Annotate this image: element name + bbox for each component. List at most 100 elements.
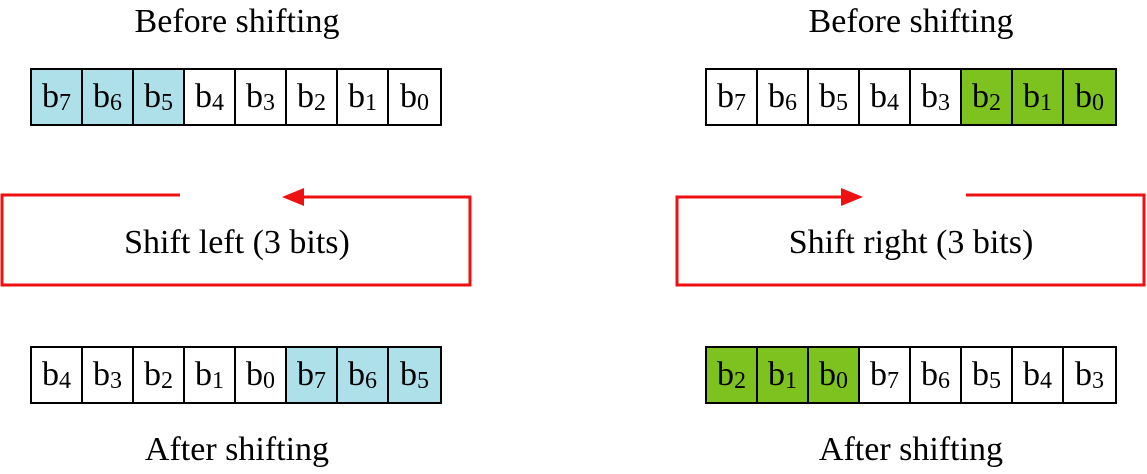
bit-index: 7 bbox=[314, 368, 326, 394]
bit-index: 4 bbox=[59, 368, 71, 394]
bit-index: 6 bbox=[785, 90, 797, 116]
bit-letter: b bbox=[921, 78, 938, 115]
left-after-caption: After shifting bbox=[144, 431, 330, 468]
bit-letter: b bbox=[42, 356, 59, 393]
left-before-caption: Before shifting bbox=[134, 3, 340, 40]
bit-index: 7 bbox=[59, 90, 71, 116]
bit-index: 1 bbox=[212, 368, 224, 394]
bit-letter: b bbox=[195, 356, 212, 393]
bit-letter: b bbox=[246, 78, 263, 115]
bit-index: 2 bbox=[314, 90, 326, 116]
bit-letter: b bbox=[144, 356, 161, 393]
bit-letter: b bbox=[1023, 78, 1040, 115]
bit-letter: b bbox=[400, 78, 417, 115]
bit-index: 5 bbox=[989, 368, 1001, 394]
bit-letter: b bbox=[195, 78, 212, 115]
bit-letter: b bbox=[921, 356, 938, 393]
bit-index: 0 bbox=[1092, 90, 1104, 116]
bit-index: 2 bbox=[989, 90, 1001, 116]
bit-index: 7 bbox=[734, 90, 746, 116]
bit-letter: b bbox=[348, 356, 365, 393]
bit-letter: b bbox=[42, 78, 59, 115]
bit-letter: b bbox=[1023, 356, 1040, 393]
bit-letter: b bbox=[1075, 78, 1092, 115]
bit-letter: b bbox=[246, 356, 263, 393]
bit-letter: b bbox=[93, 78, 110, 115]
bit-letter: b bbox=[972, 78, 989, 115]
left-shift-arrowhead bbox=[282, 188, 304, 206]
bit-letter: b bbox=[819, 78, 836, 115]
bit-index: 6 bbox=[938, 368, 950, 394]
bit-index: 3 bbox=[263, 90, 275, 116]
bit-letter: b bbox=[400, 356, 417, 393]
bit-index: 3 bbox=[1092, 368, 1104, 394]
bit-letter: b bbox=[348, 78, 365, 115]
bit-index: 4 bbox=[1040, 368, 1052, 394]
bit-index: 3 bbox=[110, 368, 122, 394]
right-shift-label: Shift right (3 bits) bbox=[788, 224, 1034, 261]
bit-letter: b bbox=[144, 78, 161, 115]
bit-letter: b bbox=[93, 356, 110, 393]
bit-letter: b bbox=[768, 356, 785, 393]
right-shift-arrowhead bbox=[841, 188, 863, 206]
bit-letter: b bbox=[717, 356, 734, 393]
bit-index: 6 bbox=[110, 90, 122, 116]
bit-index: 1 bbox=[365, 90, 377, 116]
bit-letter: b bbox=[717, 78, 734, 115]
bit-index: 5 bbox=[161, 90, 173, 116]
bit-index: 7 bbox=[887, 368, 899, 394]
right-after-caption: After shifting bbox=[818, 431, 1004, 468]
bit-letter: b bbox=[972, 356, 989, 393]
bit-index: 0 bbox=[263, 368, 275, 394]
left-shift-label: Shift left (3 bits) bbox=[124, 224, 350, 261]
bit-index: 0 bbox=[417, 90, 429, 116]
bit-index: 4 bbox=[887, 90, 899, 116]
bit-index: 4 bbox=[212, 90, 224, 116]
bit-index: 1 bbox=[785, 368, 797, 394]
bit-letter: b bbox=[297, 356, 314, 393]
right-before-caption: Before shifting bbox=[808, 3, 1014, 40]
bit-letter: b bbox=[768, 78, 785, 115]
right-shift-loop bbox=[675, 193, 1146, 287]
bit-index: 6 bbox=[365, 368, 377, 394]
bit-letter: b bbox=[297, 78, 314, 115]
bit-index: 5 bbox=[836, 90, 848, 116]
bit-index: 0 bbox=[836, 368, 848, 394]
bit-letter: b bbox=[870, 78, 887, 115]
bit-letter: b bbox=[870, 356, 887, 393]
bit-index: 5 bbox=[417, 368, 429, 394]
bit-index: 3 bbox=[938, 90, 950, 116]
